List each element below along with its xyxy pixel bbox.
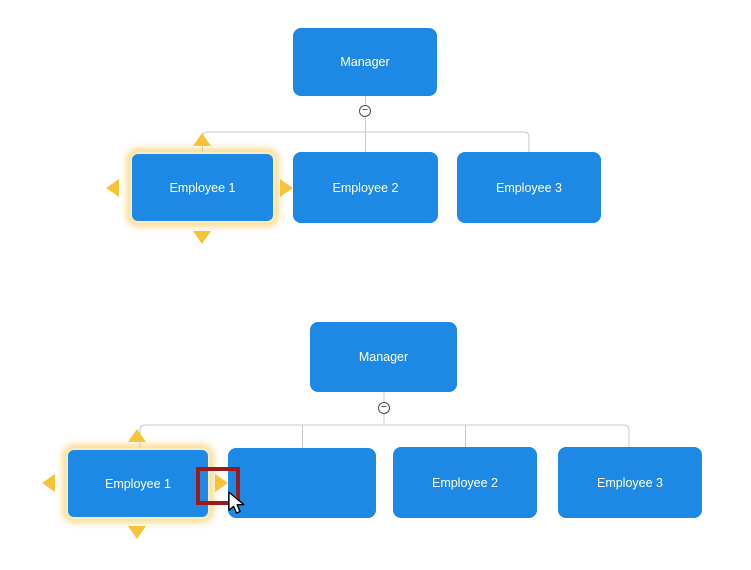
org-node-manager[interactable]: Manager xyxy=(310,322,457,392)
org-node-employee-2[interactable]: Employee 2 xyxy=(293,152,438,223)
collapse-button-icon[interactable]: − xyxy=(378,402,390,414)
org-node-employee-1[interactable]: Employee 1 xyxy=(130,152,275,223)
add-node-arrow-up-icon[interactable] xyxy=(128,429,146,442)
org-node-manager[interactable]: Manager xyxy=(293,28,437,96)
org-node-employee-1[interactable]: Employee 1 xyxy=(66,448,210,519)
org-node-new-empty[interactable] xyxy=(228,448,376,518)
org-node-employee-3[interactable]: Employee 3 xyxy=(558,447,702,518)
org-node-employee-2[interactable]: Employee 2 xyxy=(393,447,537,518)
add-node-arrow-right-icon[interactable] xyxy=(280,179,293,197)
connector-branch xyxy=(139,424,630,448)
collapse-button-icon[interactable]: − xyxy=(359,105,371,117)
add-node-arrow-left-icon[interactable] xyxy=(106,179,119,197)
add-node-arrow-left-icon[interactable] xyxy=(42,474,55,492)
add-node-arrow-down-icon[interactable] xyxy=(128,526,146,539)
add-node-arrow-up-icon[interactable] xyxy=(193,133,211,146)
org-node-employee-3[interactable]: Employee 3 xyxy=(457,152,601,223)
add-node-arrow-right-icon[interactable] xyxy=(215,474,228,492)
add-node-arrow-down-icon[interactable] xyxy=(193,231,211,244)
